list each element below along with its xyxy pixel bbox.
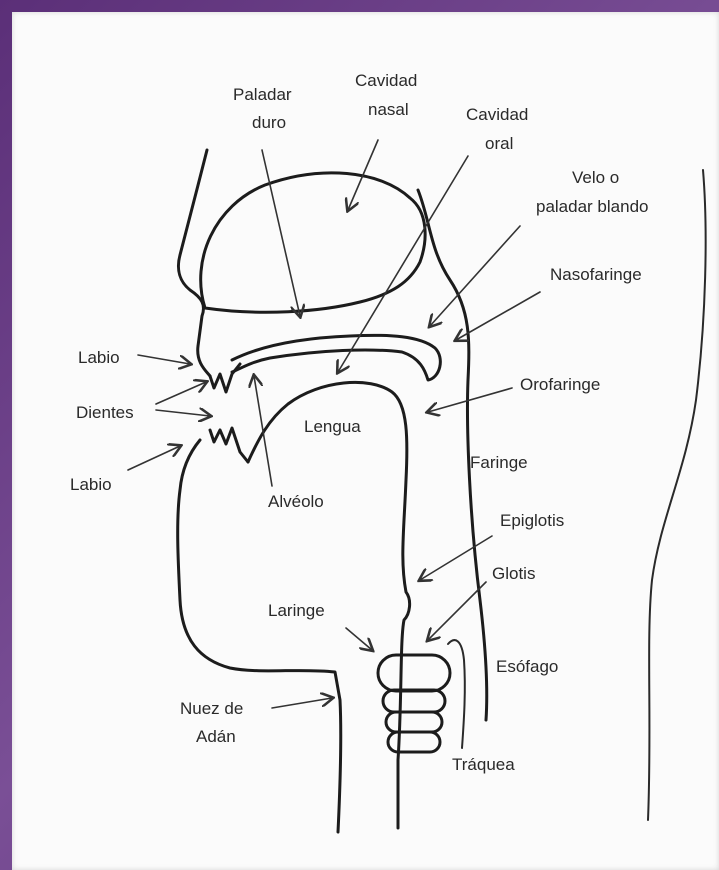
label-paladar-duro-1: Paladar: [233, 85, 292, 104]
body-outline-right: [648, 170, 706, 820]
arrow-orofaringe: [428, 388, 512, 412]
label-cavidad-oral-1: Cavidad: [466, 105, 528, 124]
face-profile-upper: [178, 150, 210, 376]
label-nuez-1: Nuez de: [180, 699, 243, 718]
label-velo-2: paladar blando: [536, 197, 648, 216]
label-labio-superior: Labio: [78, 348, 120, 367]
arrow-epiglotis: [420, 536, 492, 580]
arrow-labio-inferior: [128, 446, 180, 470]
anatomy-outline: [178, 150, 706, 832]
arrow-nasofaringe: [456, 292, 540, 340]
trachea-ring-2: [386, 712, 442, 732]
trachea-ring-1: [383, 690, 445, 712]
label-nuez-2: Adán: [196, 727, 236, 746]
label-faringe: Faringe: [470, 453, 528, 472]
label-velo-1: Velo o: [572, 168, 619, 187]
arrow-dientes-1: [156, 382, 206, 404]
label-alveolo: Alvéolo: [268, 492, 324, 511]
label-epiglotis: Epiglotis: [500, 511, 564, 530]
label-laringe: Laringe: [268, 601, 325, 620]
label-cavidad-oral-2: oral: [485, 134, 513, 153]
arrow-glotis: [428, 582, 486, 640]
lower-lip-jaw: [178, 428, 341, 832]
label-orofaringe: Orofaringe: [520, 375, 600, 394]
nasal-cavity-outline: [201, 173, 425, 312]
label-esofago: Esófago: [496, 657, 558, 676]
larynx-ring: [378, 655, 450, 691]
label-lengua: Lengua: [304, 417, 361, 436]
upper-teeth: [210, 364, 240, 392]
trachea-ring-3: [388, 732, 440, 752]
label-nasofaringe: Nasofaringe: [550, 265, 642, 284]
arrow-dientes-2: [156, 410, 210, 416]
label-paladar-duro-2: duro: [252, 113, 286, 132]
label-cavidad-nasal-1: Cavidad: [355, 71, 417, 90]
hard-soft-palate: [232, 335, 440, 380]
label-labio-inferior: Labio: [70, 475, 112, 494]
esophagus-tube: [448, 640, 465, 748]
arrow-laringe: [346, 628, 372, 650]
arrow-alveolo: [254, 376, 272, 486]
arrow-nuez: [272, 698, 332, 708]
label-cavidad-nasal-2: nasal: [368, 100, 409, 119]
arrow-labio-superior: [138, 355, 190, 364]
label-glotis: Glotis: [492, 564, 535, 583]
trachea-rings: [378, 655, 450, 752]
arrow-paladar-duro: [262, 150, 300, 316]
label-traquea: Tráquea: [452, 755, 515, 774]
label-dientes: Dientes: [76, 403, 134, 422]
